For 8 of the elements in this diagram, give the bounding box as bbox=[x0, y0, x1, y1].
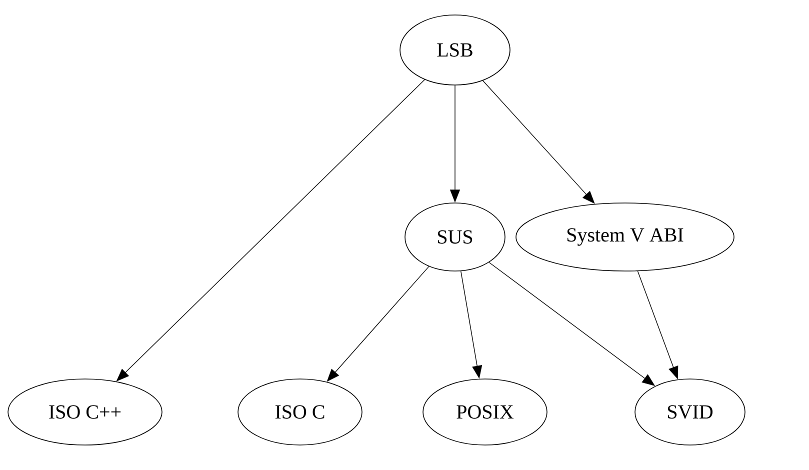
ellipse-node: ISO C bbox=[238, 378, 362, 446]
ellipse-node: System V ABI bbox=[516, 202, 734, 272]
ellipse-node: LSB bbox=[400, 14, 510, 86]
ellipse-node: SVID bbox=[634, 378, 746, 446]
ellipse-node: ISO C++ bbox=[8, 378, 162, 446]
ellipse-node: SUS bbox=[404, 202, 506, 272]
ellipse-node: POSIX bbox=[422, 378, 548, 446]
arrow bbox=[482, 80, 595, 204]
